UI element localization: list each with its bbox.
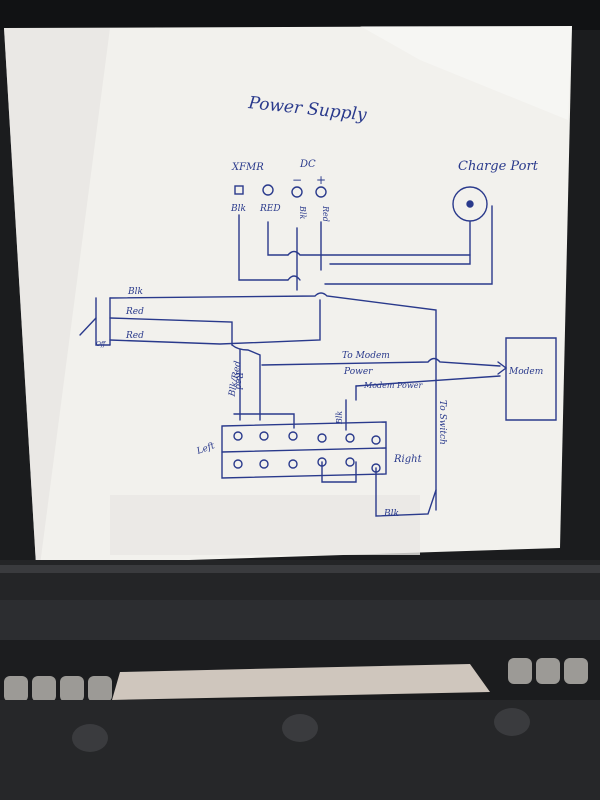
terminal-screws-bottom	[233, 457, 381, 473]
wire-xfmr-red	[267, 221, 289, 256]
desk-gap	[112, 664, 490, 700]
to-switch-label: To Switch	[437, 400, 447, 445]
wire-red-1	[109, 317, 233, 346]
terminal-screws-top	[233, 431, 381, 445]
dc-plus-label: +	[316, 173, 326, 187]
switch-lever	[79, 317, 97, 336]
terminal-block-outline	[221, 421, 387, 479]
glare	[360, 26, 572, 120]
wire-hump	[287, 275, 301, 281]
wire-blk-main	[109, 292, 437, 511]
paper-shadow-left	[4, 28, 110, 565]
cable-chain-right	[508, 658, 588, 684]
wire-jumper-bottom	[321, 461, 357, 483]
dc-label: DC	[299, 159, 316, 170]
charge-port-label: Charge Port	[458, 159, 539, 174]
tape-strip	[110, 495, 420, 555]
charge-port-center	[466, 200, 474, 208]
dc-plus-terminal	[315, 186, 327, 198]
xfmr-red-label: RED	[259, 204, 281, 214]
stand-lower	[0, 640, 600, 670]
terminal-right-label: Right	[393, 454, 423, 465]
stand-ridge	[0, 600, 600, 640]
wire-to-modem-power	[261, 357, 501, 367]
blk-vertical-label: Blk	[335, 411, 344, 425]
xfmr-label: XFMR	[231, 162, 264, 173]
modem-power-label: Modem Power	[363, 381, 423, 390]
wire-red2-label: Red	[125, 331, 144, 341]
wire-blk-label: Blk	[127, 287, 143, 297]
terminal-block-divider	[221, 447, 387, 453]
xfmr-blk-label: Blk	[230, 204, 246, 214]
stand-edge	[0, 565, 600, 573]
xfmr-blk-terminal	[234, 185, 244, 195]
monitor-top-bezel	[0, 0, 600, 30]
wire-red-junction	[231, 344, 261, 421]
dc-minus-label: −	[292, 173, 302, 187]
wire-hump	[287, 250, 471, 256]
wiring-diagram	[79, 184, 557, 517]
wire-charge-port-1	[329, 221, 471, 265]
dc-red-label: Red	[321, 205, 330, 222]
wire-red1-label: Red	[125, 307, 144, 317]
rubber-foot	[494, 708, 530, 736]
wire-blk-bottom	[375, 467, 437, 517]
blk-bottom-label: Blk	[383, 509, 399, 519]
modem-box	[505, 337, 557, 421]
wire-jumper-top	[233, 413, 295, 429]
xfmr-red-terminal	[262, 184, 274, 196]
modem-label: Modem	[508, 367, 543, 377]
wire-red-2	[109, 299, 321, 345]
charge-port-symbol	[452, 186, 488, 222]
wire-modem-power	[355, 375, 501, 387]
rubber-foot	[282, 714, 318, 742]
rubber-foot	[72, 724, 108, 752]
wire-xfmr-blk	[238, 214, 289, 281]
paper-sheet	[4, 26, 572, 565]
to-modem-power-label-1: To Modem	[342, 351, 390, 361]
red-vertical-label: Red	[233, 371, 243, 390]
dc-minus-terminal	[291, 186, 303, 198]
dc-blk-label: Blk	[298, 205, 307, 219]
wire-charge-port-2	[324, 205, 493, 285]
to-modem-power-label-2: Power	[343, 367, 373, 377]
switch-off-label: Off	[96, 341, 107, 348]
cable-chain-left	[4, 676, 112, 702]
switch-body	[95, 297, 111, 346]
